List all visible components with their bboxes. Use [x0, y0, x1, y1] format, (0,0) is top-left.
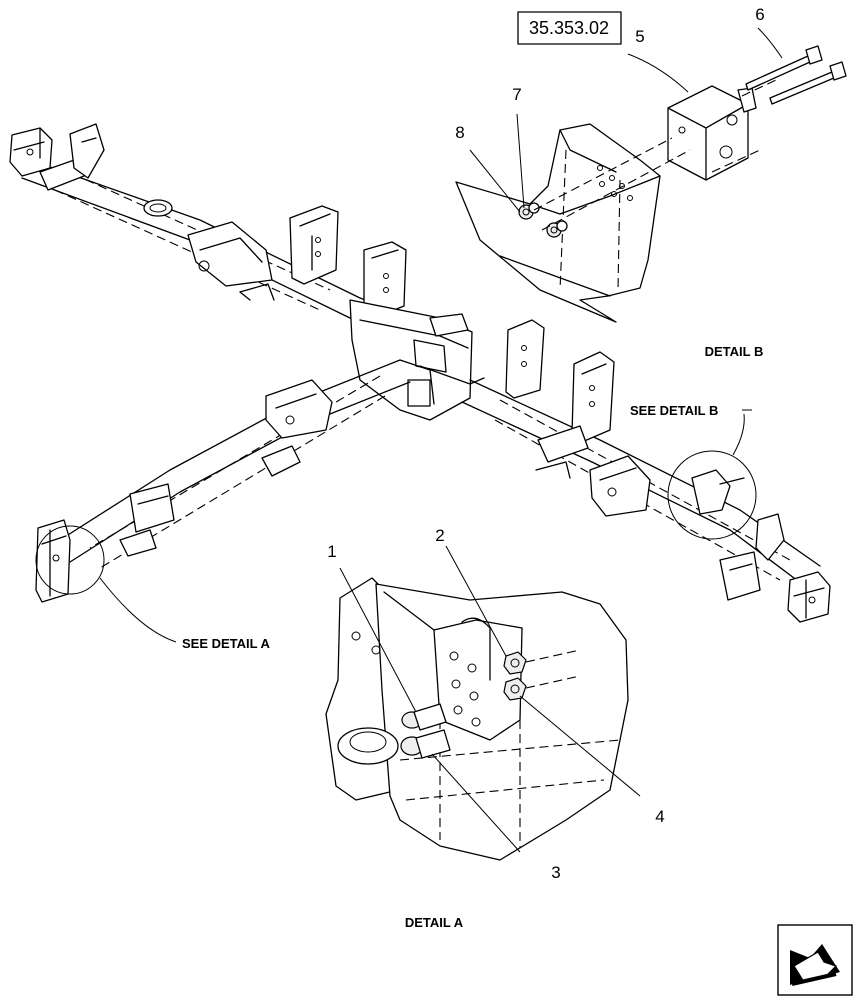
reference-box-text: 35.353.02 — [529, 18, 609, 38]
nuts-detail-a[interactable] — [503, 651, 527, 701]
callout-2: 2 — [435, 526, 444, 545]
nuts-detail-b[interactable] — [518, 202, 568, 238]
detail-a-circle — [35, 525, 177, 643]
center-left-uprights — [239, 205, 407, 319]
valve-block[interactable] — [667, 85, 757, 181]
detail-b-label: DETAIL B — [705, 344, 764, 359]
callout-4: 4 — [655, 807, 664, 826]
main-frame-assembly — [9, 123, 831, 643]
callout-6: 6 — [755, 5, 764, 24]
next-page-arrow-icon — [790, 944, 840, 986]
detail-a-assembly — [325, 545, 641, 861]
detail-b-assembly — [455, 27, 847, 323]
callout-3: 3 — [551, 863, 560, 882]
next-page-button[interactable] — [777, 924, 853, 996]
hydraulic-fittings[interactable] — [400, 703, 451, 759]
callout-1: 1 — [327, 542, 336, 561]
see-detail-b-label[interactable]: SEE DETAIL B — [630, 403, 718, 418]
callout-5: 5 — [635, 27, 644, 46]
see-detail-a-label[interactable]: SEE DETAIL A — [182, 636, 270, 651]
lower-left-boom-beam — [35, 359, 411, 603]
reference-box[interactable]: 35.353.02 — [514, 8, 622, 45]
right-boom-beam — [461, 319, 831, 623]
callout-8: 8 — [455, 123, 464, 142]
labels: DETAIL B DETAIL A SEE DETAIL A SEE DETAI… — [182, 344, 763, 930]
detail-b-circle — [667, 409, 757, 540]
center-hub — [349, 299, 485, 421]
callouts: 1 2 3 4 5 6 7 8 — [327, 5, 764, 882]
callout-7: 7 — [512, 85, 521, 104]
bolts[interactable] — [745, 45, 847, 105]
detail-a-label: DETAIL A — [405, 915, 464, 930]
